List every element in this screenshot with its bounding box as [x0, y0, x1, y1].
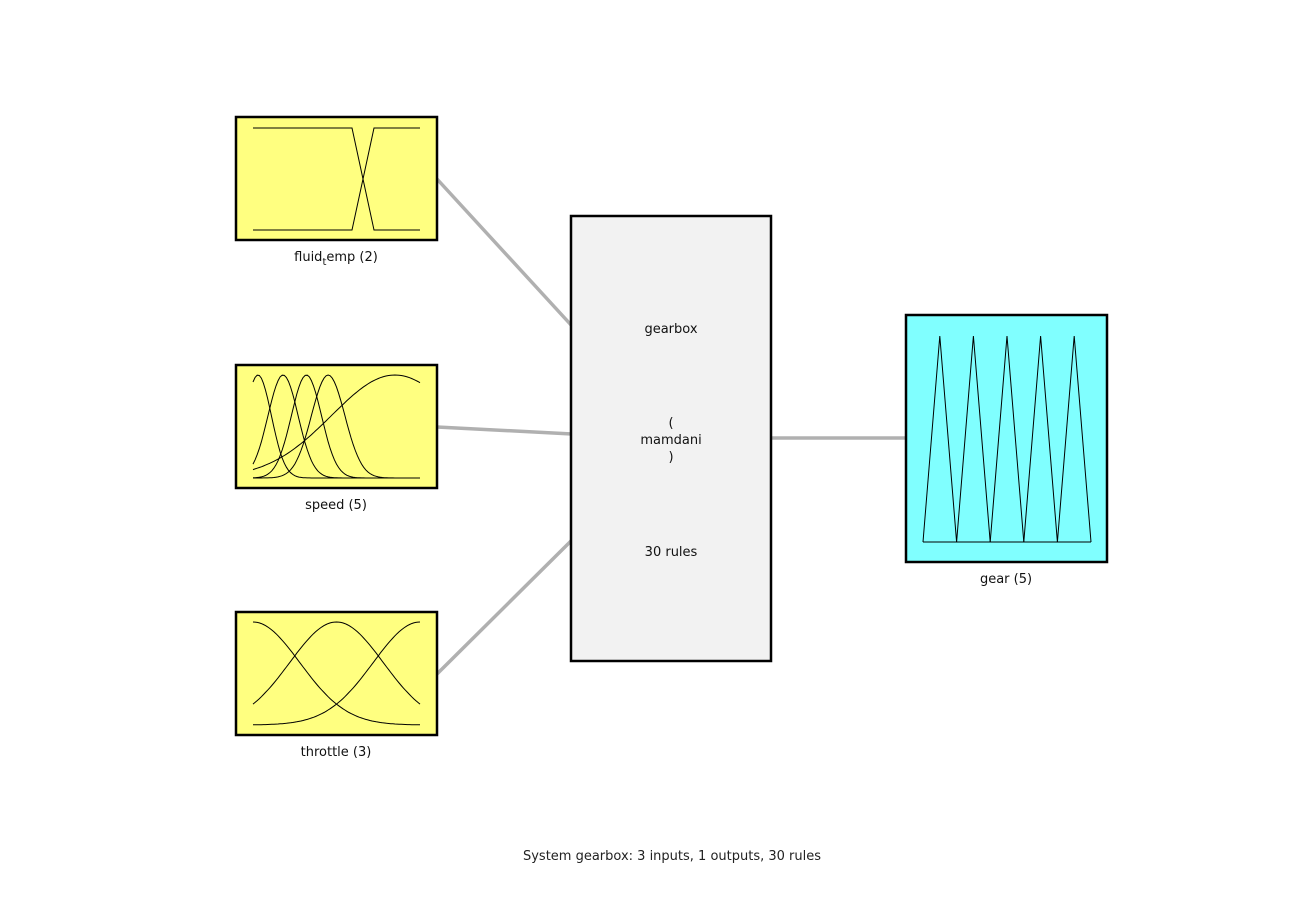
input-box-speed [234, 363, 439, 490]
connector-throttle [435, 538, 574, 676]
gear-mf-3 [989, 335, 1025, 543]
system-box: gearbox ( mamdani ) 30 rules [569, 214, 773, 663]
connectors [435, 177, 907, 676]
membership-functions-gear [922, 335, 1092, 543]
gear-mf-2 [956, 335, 991, 543]
input-label-speed: speed (5) [305, 498, 367, 513]
input-box-fluid-temp [234, 115, 439, 242]
membership-functions-throttle [252, 621, 421, 726]
output-label-gear: gear (5) [980, 572, 1032, 587]
system-name: gearbox [644, 322, 697, 337]
connector-speed [436, 425, 573, 436]
output-box-gear [904, 313, 1109, 564]
gear-mf-5 [1056, 335, 1092, 543]
system-type-open: ( [668, 416, 673, 431]
system-caption: System gearbox: 3 inputs, 1 outputs, 30 … [523, 849, 821, 864]
membership-functions-speed [252, 374, 421, 479]
connector-fluid-temp [435, 177, 574, 328]
membership-functions-fluid-temp [253, 127, 420, 231]
throttle-mf-3 [253, 621, 421, 726]
input-label-fluid-temp: fluidtemp (2) [294, 250, 378, 268]
speed-mf-5 [252, 374, 421, 471]
system-rules: 30 rules [645, 545, 698, 560]
input-box-throttle [234, 610, 439, 737]
input-label-throttle: throttle (3) [301, 745, 372, 760]
gear-mf-1 [922, 335, 958, 543]
system-type-close: ) [668, 450, 673, 465]
speed-mf-4 [253, 374, 420, 479]
throttle-mf-2 [252, 621, 421, 705]
system-type: mamdani [640, 433, 701, 448]
gear-mf-4 [1023, 335, 1058, 543]
